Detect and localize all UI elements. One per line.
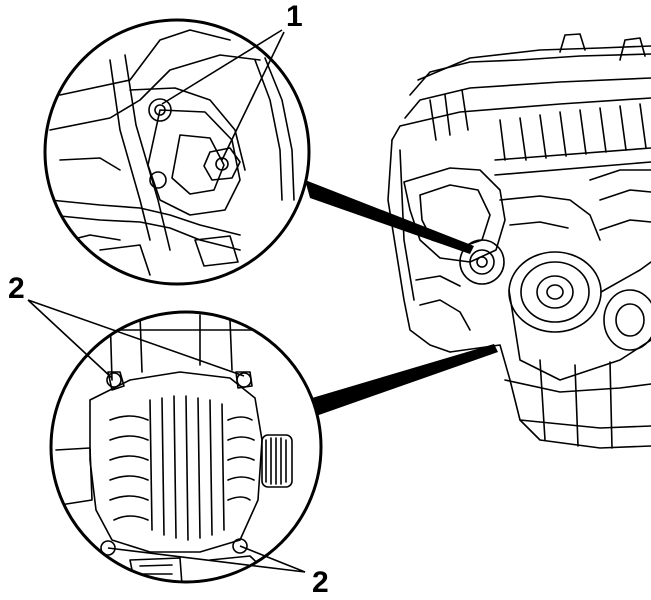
leader-lines bbox=[27, 29, 306, 573]
callout-1: 1 bbox=[286, 0, 303, 33]
detail-circle-top bbox=[43, 18, 311, 286]
callout-2-bottom: 2 bbox=[312, 566, 329, 599]
detail-circle-bottom bbox=[49, 310, 323, 584]
engine-block bbox=[387, 33, 651, 449]
magnifier-connector-top bbox=[305, 180, 474, 254]
magnifier-connector-bottom bbox=[312, 344, 498, 416]
callout-2-top: 2 bbox=[8, 272, 25, 305]
